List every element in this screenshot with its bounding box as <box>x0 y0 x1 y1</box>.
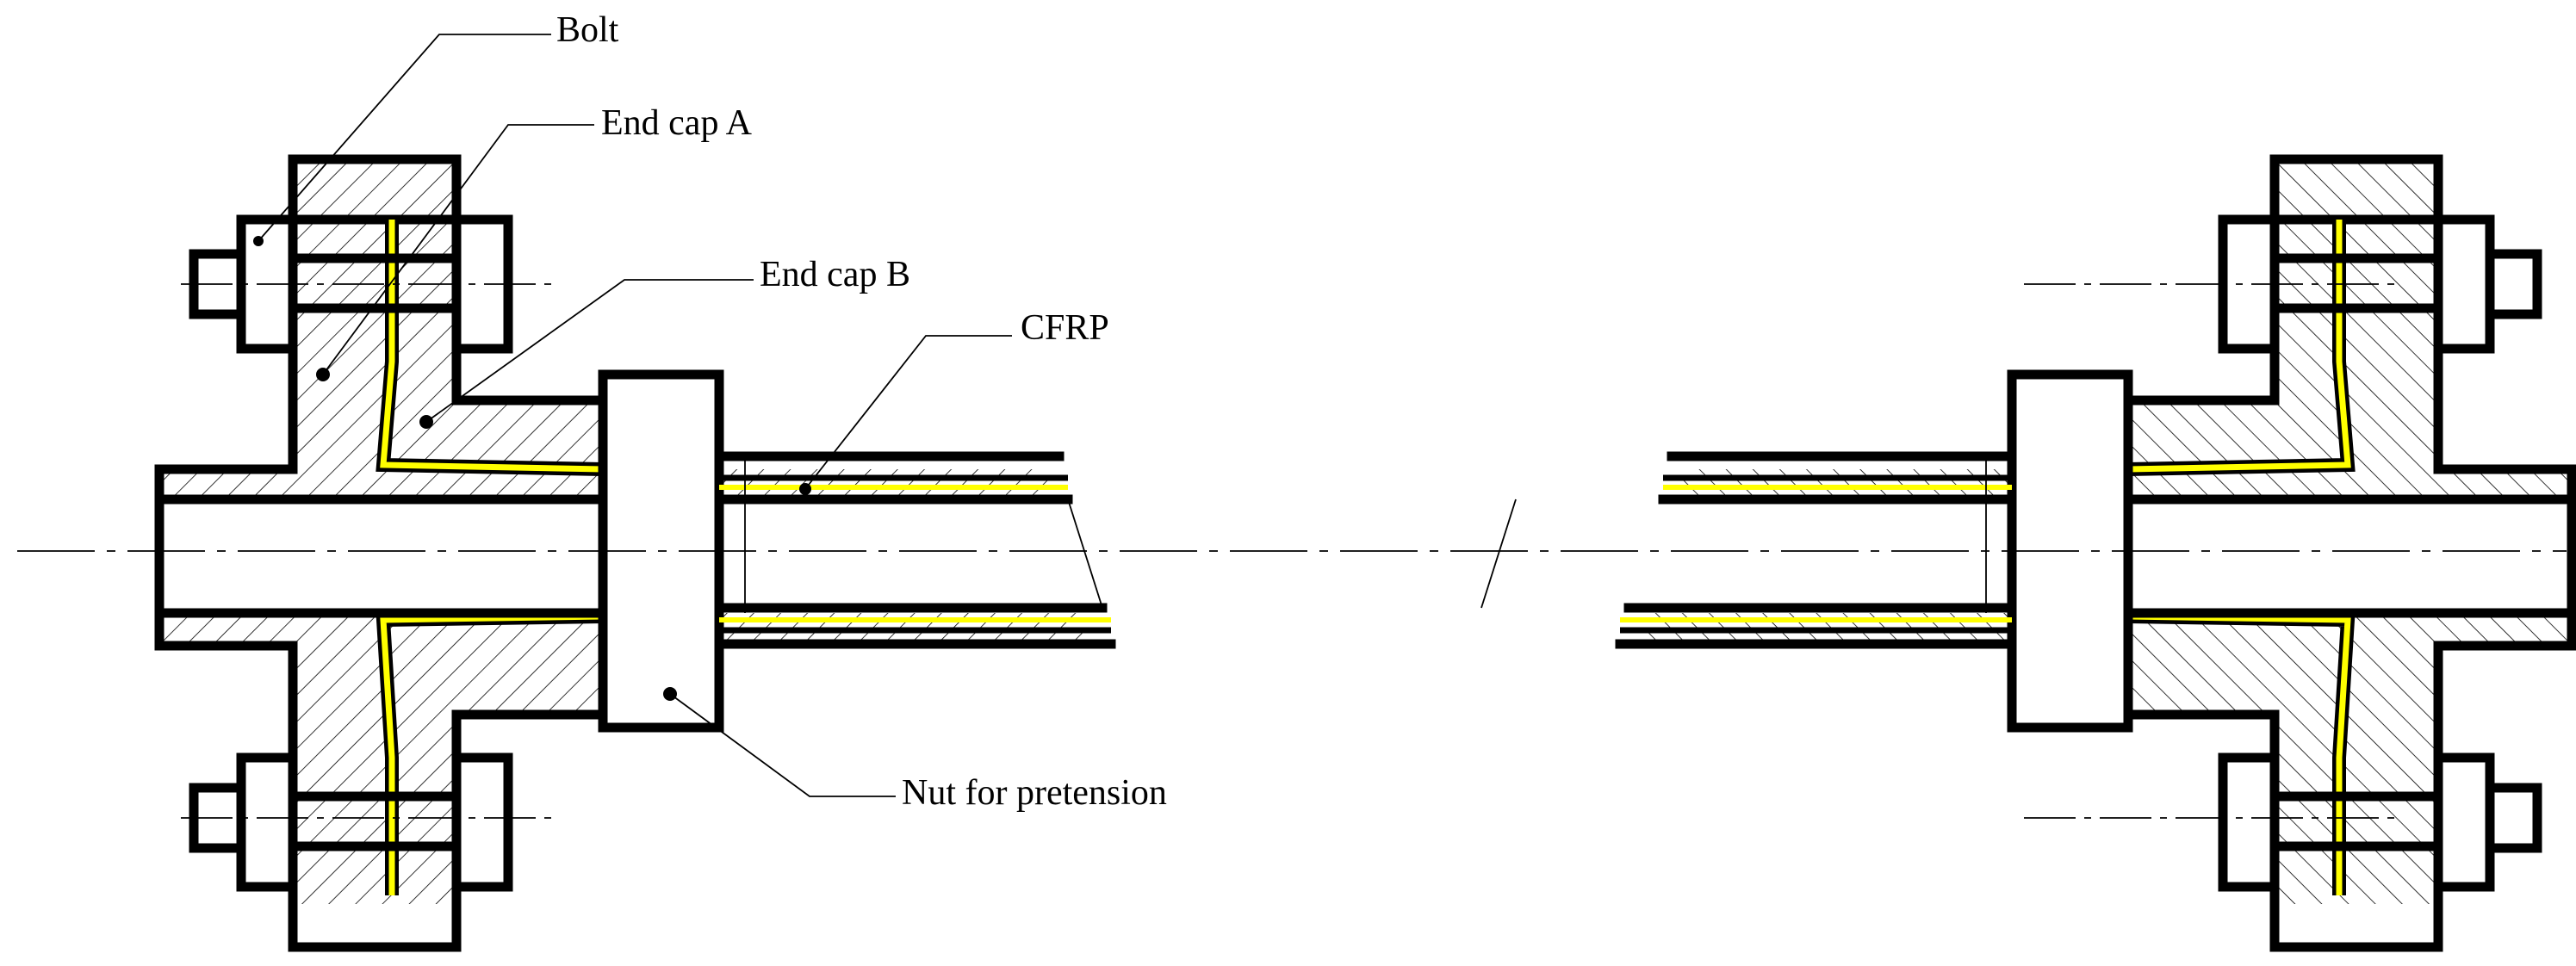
bolt-leader <box>258 34 551 242</box>
nut-label: Nut for pretension <box>902 773 1167 813</box>
cfrp-label: CFRP <box>1021 308 1109 348</box>
end-cap-a-label: End cap A <box>601 103 753 143</box>
right-assembly <box>1620 159 2572 947</box>
end-cap-b-leader <box>425 279 754 423</box>
bolt-label: Bolt <box>556 10 619 50</box>
nut-leader <box>669 693 896 797</box>
cfrp-leader <box>804 335 1012 490</box>
end-cap-a-leader <box>322 124 594 375</box>
end-cap-b-label: End cap B <box>760 255 910 294</box>
left-assembly <box>159 159 1111 947</box>
